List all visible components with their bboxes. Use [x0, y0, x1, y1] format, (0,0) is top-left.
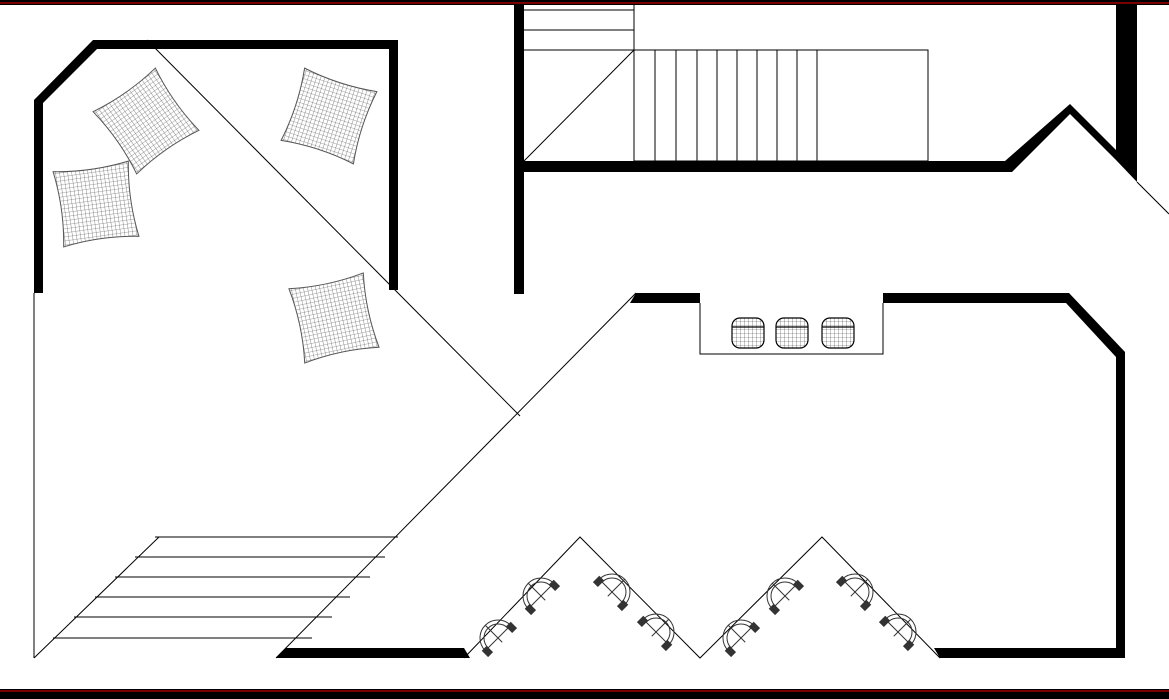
armchair — [479, 619, 518, 658]
chair — [731, 317, 765, 349]
cushion — [52, 160, 140, 248]
frame-bottom-line — [0, 690, 1169, 692]
stair-flight — [633, 49, 929, 162]
cushion — [288, 272, 380, 364]
lower-wing-zigzag — [463, 536, 941, 659]
page-background — [0, 5, 1169, 689]
chair — [775, 317, 809, 349]
armchair — [722, 619, 761, 658]
armchair — [878, 613, 917, 652]
armchair — [636, 613, 675, 652]
cushion — [92, 67, 200, 175]
armchair — [766, 577, 805, 616]
top-stair — [523, 5, 929, 162]
armchairs — [479, 573, 917, 658]
frame-top-line — [0, 2, 1169, 4]
left-stair — [53, 536, 398, 639]
lower-wing-bottom-wall-left — [276, 648, 470, 658]
upper-wing-left-wall — [514, 5, 524, 294]
lower-wing-top-wall-right — [883, 293, 1125, 658]
lower-wing-long-diagonal — [275, 292, 637, 659]
armchair — [592, 573, 631, 612]
left-wing — [33, 39, 521, 659]
left-wing-wall-top — [34, 40, 398, 293]
lower-wing-top-wall-left — [630, 293, 700, 303]
stair-diagonal — [523, 49, 635, 162]
lower-wing-bottom-wall-right — [934, 648, 1125, 658]
upper-right-wing — [514, 5, 1169, 294]
lower-right-wing — [275, 292, 1125, 659]
upper-wing-right-edge — [1136, 181, 1169, 215]
cushion — [280, 67, 378, 165]
upper-wing-bottom-wall — [524, 5, 1137, 182]
chair — [821, 317, 855, 349]
chair-alcove — [699, 303, 884, 355]
armchair — [835, 573, 874, 612]
left-wing-diagonal — [146, 39, 521, 417]
chairs-row — [731, 317, 855, 349]
armchair — [522, 577, 561, 616]
